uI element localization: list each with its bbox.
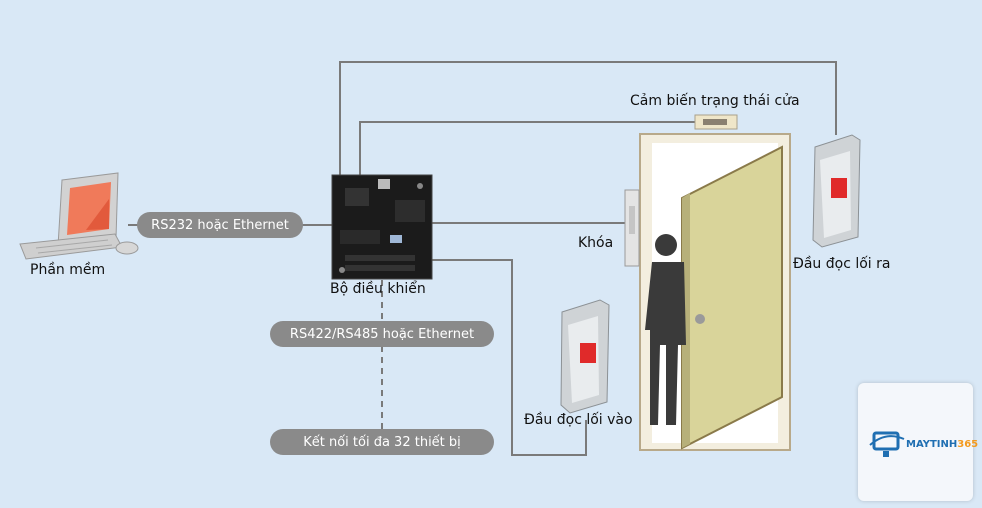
monitor-logo-icon	[869, 431, 905, 457]
line-controller-door-sensor	[359, 121, 695, 175]
capacity-pill: Kết nối tối đa 32 thiết bị	[270, 429, 494, 455]
door-sensor-label: Cảm biến trạng thái cửa	[630, 93, 800, 109]
brand-number: 365	[957, 439, 979, 450]
entry-reader-label: Đầu đọc lối vào	[524, 412, 633, 428]
entry-reader-icon	[560, 299, 610, 414]
pc-link-pill: RS232 hoặc Ethernet	[137, 212, 303, 238]
computer-icon	[19, 172, 139, 260]
lock-icon	[624, 189, 640, 267]
software-label: Phần mềm	[30, 262, 106, 278]
brand-logo-card: MAYTINH365	[858, 383, 978, 501]
door-sensor-icon	[694, 114, 738, 130]
exit-reader-icon	[812, 134, 861, 248]
line-controller-entry-reader	[432, 259, 587, 456]
brand-main: MAYTINH	[906, 439, 958, 450]
controller-board-icon	[331, 174, 433, 280]
exit-reader-label: Đầu đọc lối ra	[793, 256, 891, 272]
lock-label: Khóa	[578, 235, 614, 251]
person-silhouette	[645, 234, 686, 425]
controller-label: Bộ điều khiển	[330, 281, 426, 297]
line-controller-exit-reader	[339, 61, 837, 175]
bus-link-pill: RS422/RS485 hoặc Ethernet	[270, 321, 494, 347]
brand-logo-text: MAYTINH365	[906, 439, 978, 450]
